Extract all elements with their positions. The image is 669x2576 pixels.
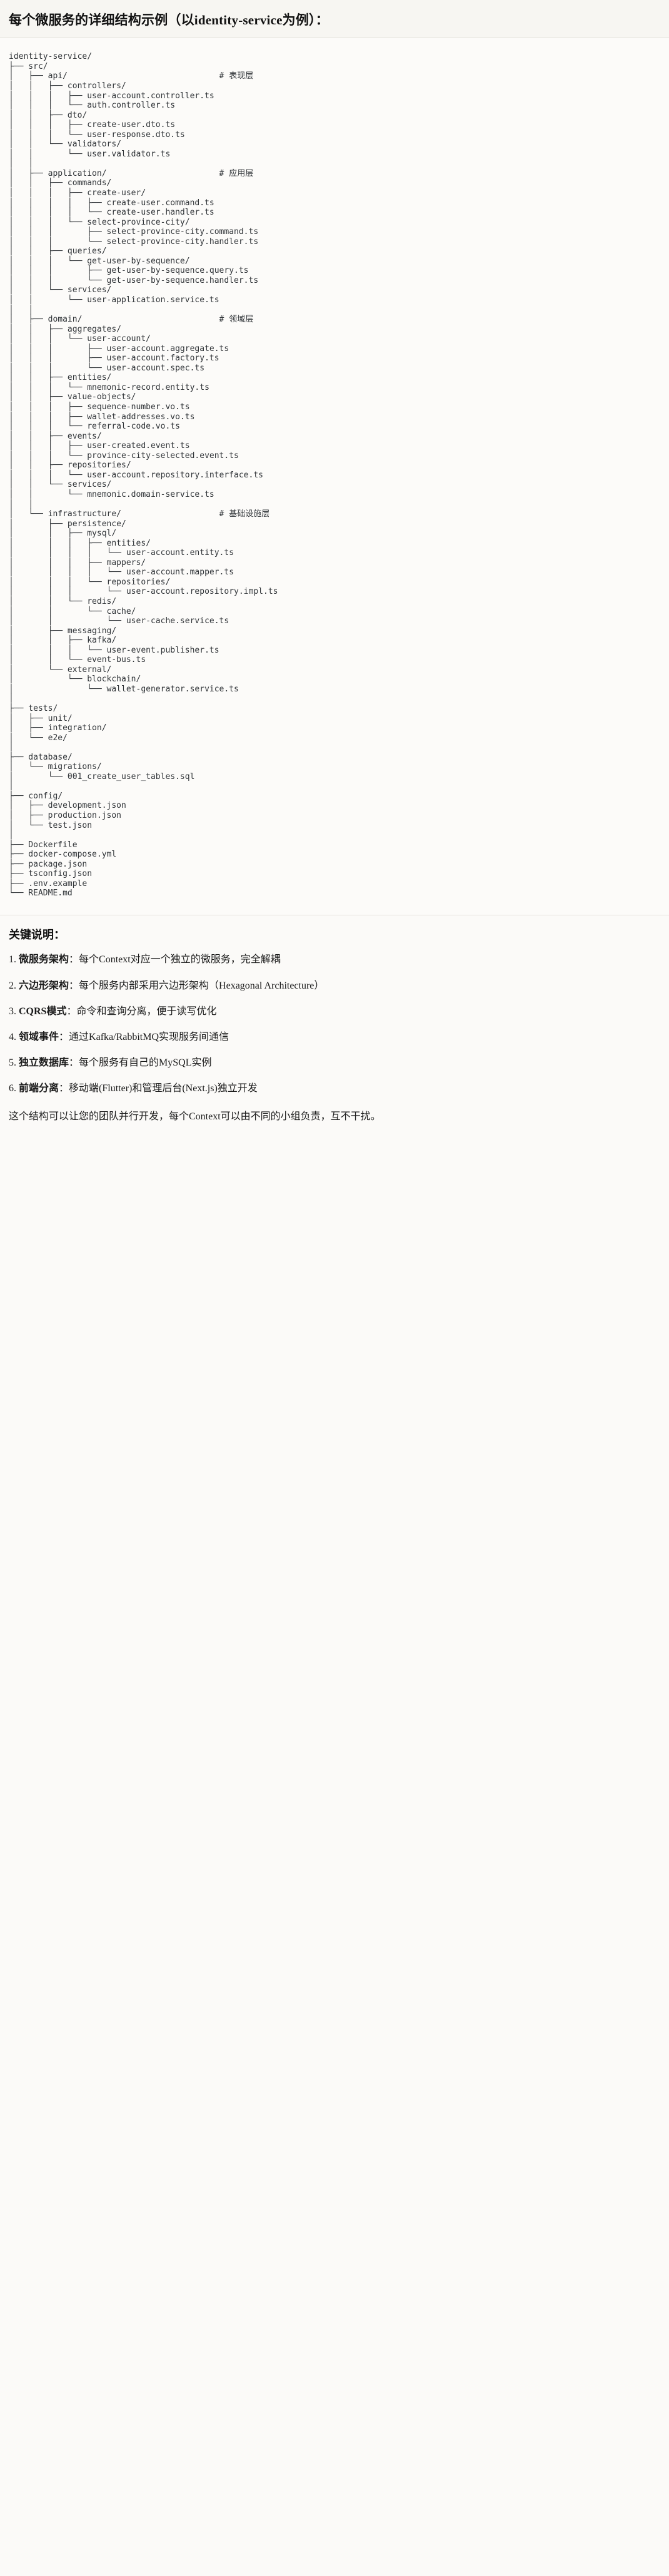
directory-tree: identity-service/ ├── src/ │ ├── api/ # …: [9, 52, 278, 899]
note-number: 4.: [9, 1031, 16, 1042]
note-number: 6.: [9, 1083, 16, 1094]
note-number: 2.: [9, 980, 16, 991]
note-text: 每个服务有自己的MySQL实例: [79, 1057, 212, 1069]
note-term: CQRS模式: [19, 1005, 67, 1017]
note-term: 独立数据库: [19, 1057, 69, 1069]
list-item: 5. 独立数据库：每个服务有自己的MySQL实例: [9, 1056, 660, 1070]
list-item: 1. 微服务架构：每个Context对应一个独立的微服务，完全解耦: [9, 952, 660, 967]
note-term: 微服务架构: [19, 954, 69, 965]
header-band: 每个微服务的详细结构示例（以identity-service为例）：: [0, 0, 669, 39]
note-separator: ：: [66, 1005, 77, 1017]
directory-tree-block: identity-service/ ├── src/ │ ├── api/ # …: [0, 38, 669, 915]
closing-paragraph: 这个结构可以让您的团队并行开发，每个Context可以由不同的小组负责，互不干扰…: [9, 1111, 381, 1123]
list-item: 2. 六边形架构：每个服务内部采用六边形架构（Hexagonal Archite…: [9, 979, 660, 993]
note-separator: ：: [69, 1057, 79, 1069]
note-separator: ：: [69, 954, 79, 965]
note-number: 1.: [9, 954, 16, 965]
note-term: 六边形架构: [19, 980, 69, 991]
note-separator: ：: [69, 980, 79, 991]
note-number: 5.: [9, 1057, 16, 1069]
note-text: 每个Context对应一个独立的微服务，完全解耦: [79, 954, 281, 965]
note-number: 3.: [9, 1005, 16, 1017]
note-separator: ：: [59, 1083, 69, 1094]
note-text: 通过Kafka/RabbitMQ实现服务间通信: [69, 1031, 229, 1042]
note-separator: ：: [59, 1031, 69, 1042]
page-title: 每个微服务的详细结构示例（以identity-service为例）：: [9, 13, 329, 28]
key-notes-list: 1. 微服务架构：每个Context对应一个独立的微服务，完全解耦 2. 六边形…: [9, 952, 660, 1096]
note-term: 前端分离: [19, 1083, 59, 1094]
note-text: 移动端(Flutter)和管理后台(Next.js)独立开发: [69, 1083, 258, 1094]
note-term: 领域事件: [19, 1031, 59, 1042]
list-item: 3. CQRS模式：命令和查询分离，便于读写优化: [9, 1004, 660, 1019]
key-notes-heading: 关键说明：: [9, 928, 65, 941]
list-item: 6. 前端分离：移动端(Flutter)和管理后台(Next.js)独立开发: [9, 1081, 660, 1096]
note-text: 每个服务内部采用六边形架构（Hexagonal Architecture）: [79, 980, 324, 991]
list-item: 4. 领域事件：通过Kafka/RabbitMQ实现服务间通信: [9, 1030, 660, 1044]
note-text: 命令和查询分离，便于读写优化: [76, 1005, 217, 1017]
key-notes-block: 关键说明： 1. 微服务架构：每个Context对应一个独立的微服务，完全解耦 …: [0, 915, 669, 1136]
